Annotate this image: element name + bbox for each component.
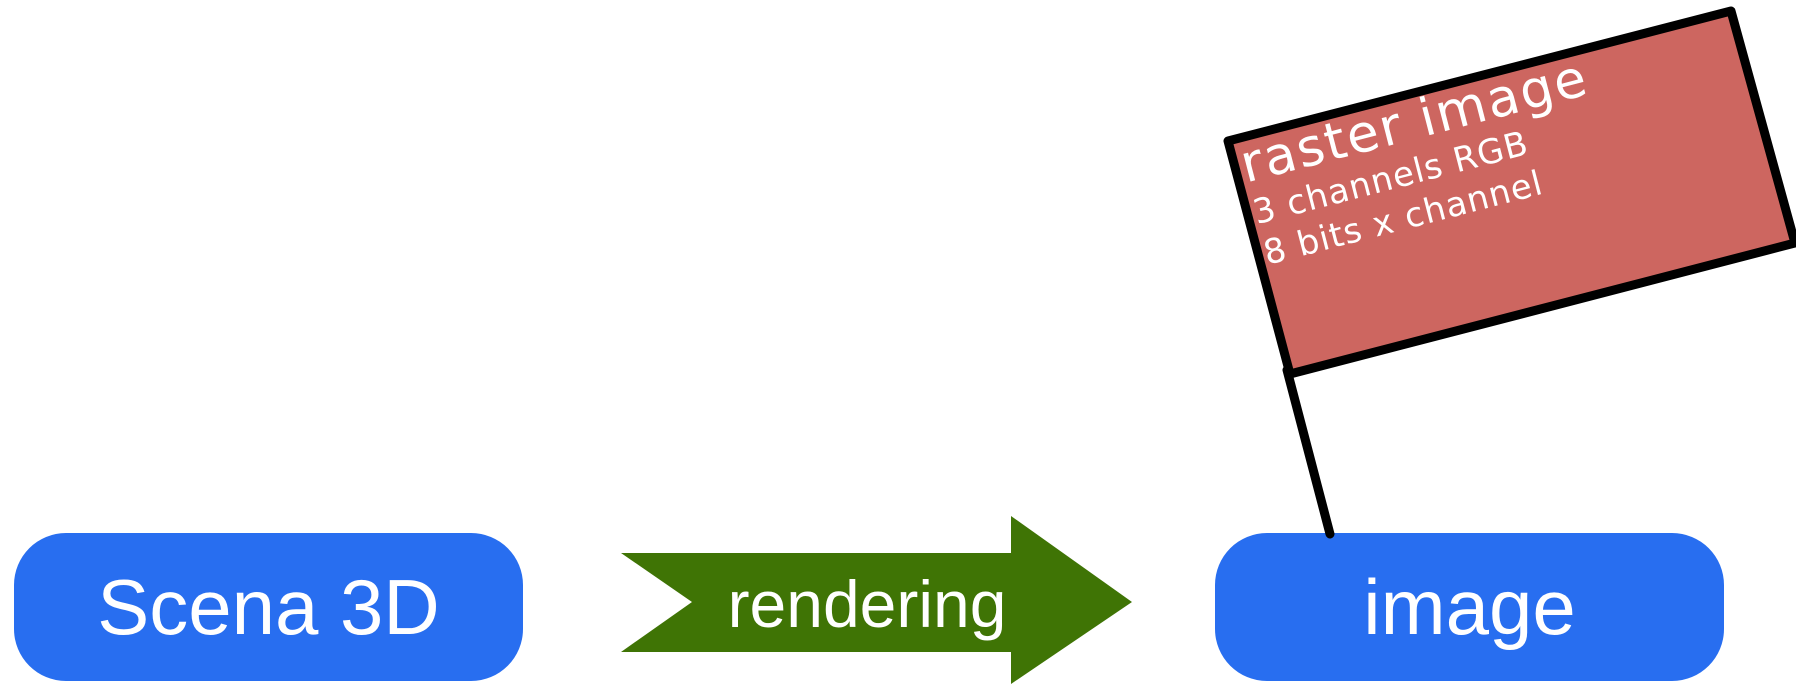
scene-3d-node: Scena 3D [14,533,523,681]
image-label: image [1363,563,1576,651]
rendering-label: rendering [727,567,1007,641]
flag-text: raster image 3 channels RGB 8 bits x cha… [1234,10,1794,353]
rendering-arrow: rendering [618,514,1134,684]
scene-3d-label: Scena 3D [97,563,440,651]
rendering-arrow-shape [621,516,1132,684]
image-node: image [1215,533,1724,681]
flag-pole [1282,365,1335,539]
